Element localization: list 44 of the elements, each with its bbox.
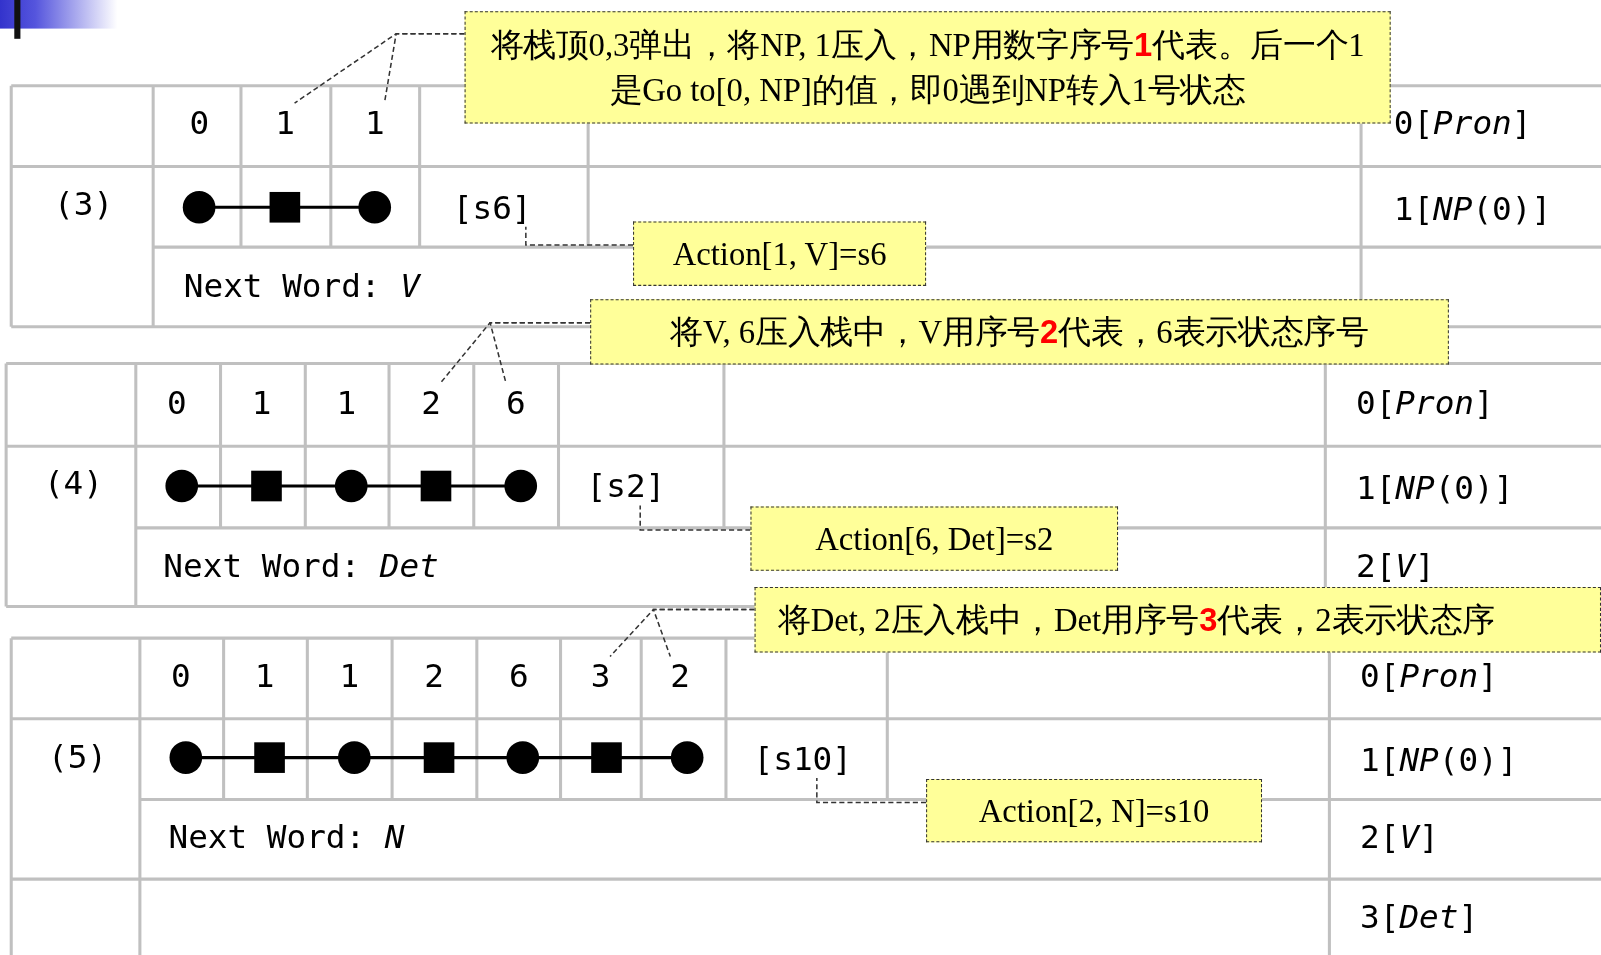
leader-line	[489, 321, 591, 384]
table-cell-text: Next Word: N	[168, 817, 405, 857]
table-cell-text: 1	[275, 103, 295, 142]
table-cell-text: 3	[590, 656, 611, 696]
callout-box: Action[1, V]=s6	[633, 221, 927, 286]
callout-box: 将V, 6压入栈中，V用序号2代表，6表示状态序号	[590, 299, 1449, 365]
table-cell-text: (4)	[43, 463, 103, 503]
table-cell-text: 2[V]	[1355, 546, 1435, 586]
table-cell-text: 0	[171, 656, 191, 696]
table-cell-text: 1[NP(0)]	[1355, 468, 1514, 508]
table-cell-text: 6	[509, 656, 529, 696]
table-cell-text: Next Word: V	[183, 266, 420, 306]
table-cell-text: 2	[424, 656, 444, 696]
table-cell-text: 0[Pron]	[1360, 656, 1498, 696]
table-cell-text: 1[NP(0)]	[1393, 188, 1552, 228]
callout-box: Action[6, Det]=s2	[750, 506, 1119, 571]
table-cell-text: (3)	[54, 184, 114, 224]
table-cell-text: 1	[251, 382, 272, 422]
leader-line	[816, 777, 927, 804]
table-cell-text: 6	[505, 382, 526, 422]
table-cell-text: [s6]	[452, 187, 532, 227]
table-cell-text: 0[Pron]	[1393, 103, 1532, 142]
callout-box: 将Det, 2压入栈中，Det用序号3代表，2表示状态序	[754, 587, 1601, 653]
table-cell-text: 1[NP(0)]	[1360, 740, 1518, 780]
table-cell-text: 1	[254, 656, 275, 696]
table-cell-text: [s2]	[586, 466, 666, 506]
callout-box: Action[2, N]=s10	[926, 779, 1262, 843]
table-cell-text: (5)	[48, 737, 107, 776]
table-cell-text: 3[Det]	[1360, 897, 1479, 937]
table-cell-text: 2	[421, 382, 441, 422]
table-cell-text: 2[V]	[1360, 817, 1439, 857]
table-cell-text: 0	[166, 382, 187, 422]
table-cell-text: 1	[339, 656, 360, 696]
table-cell-text: 1	[336, 382, 357, 422]
table-cell-text: 0	[189, 103, 210, 142]
table-cell-text: 1	[365, 103, 385, 142]
table-cell-text: 2	[670, 656, 690, 696]
table-cell-text: [s10]	[753, 739, 852, 779]
table-cell-text: Next Word: Det	[163, 546, 439, 586]
callout-box: 将栈顶0,3弹出，将NP, 1压入，NP用数字序号1代表。后一个1是Go to[0, NP]的值，即0遇到NP转入1号状态	[464, 11, 1391, 124]
leader-line	[525, 225, 634, 246]
table-cell-text: 0[Pron]	[1355, 382, 1494, 422]
leader-line	[652, 608, 756, 658]
leader-line	[639, 504, 752, 531]
